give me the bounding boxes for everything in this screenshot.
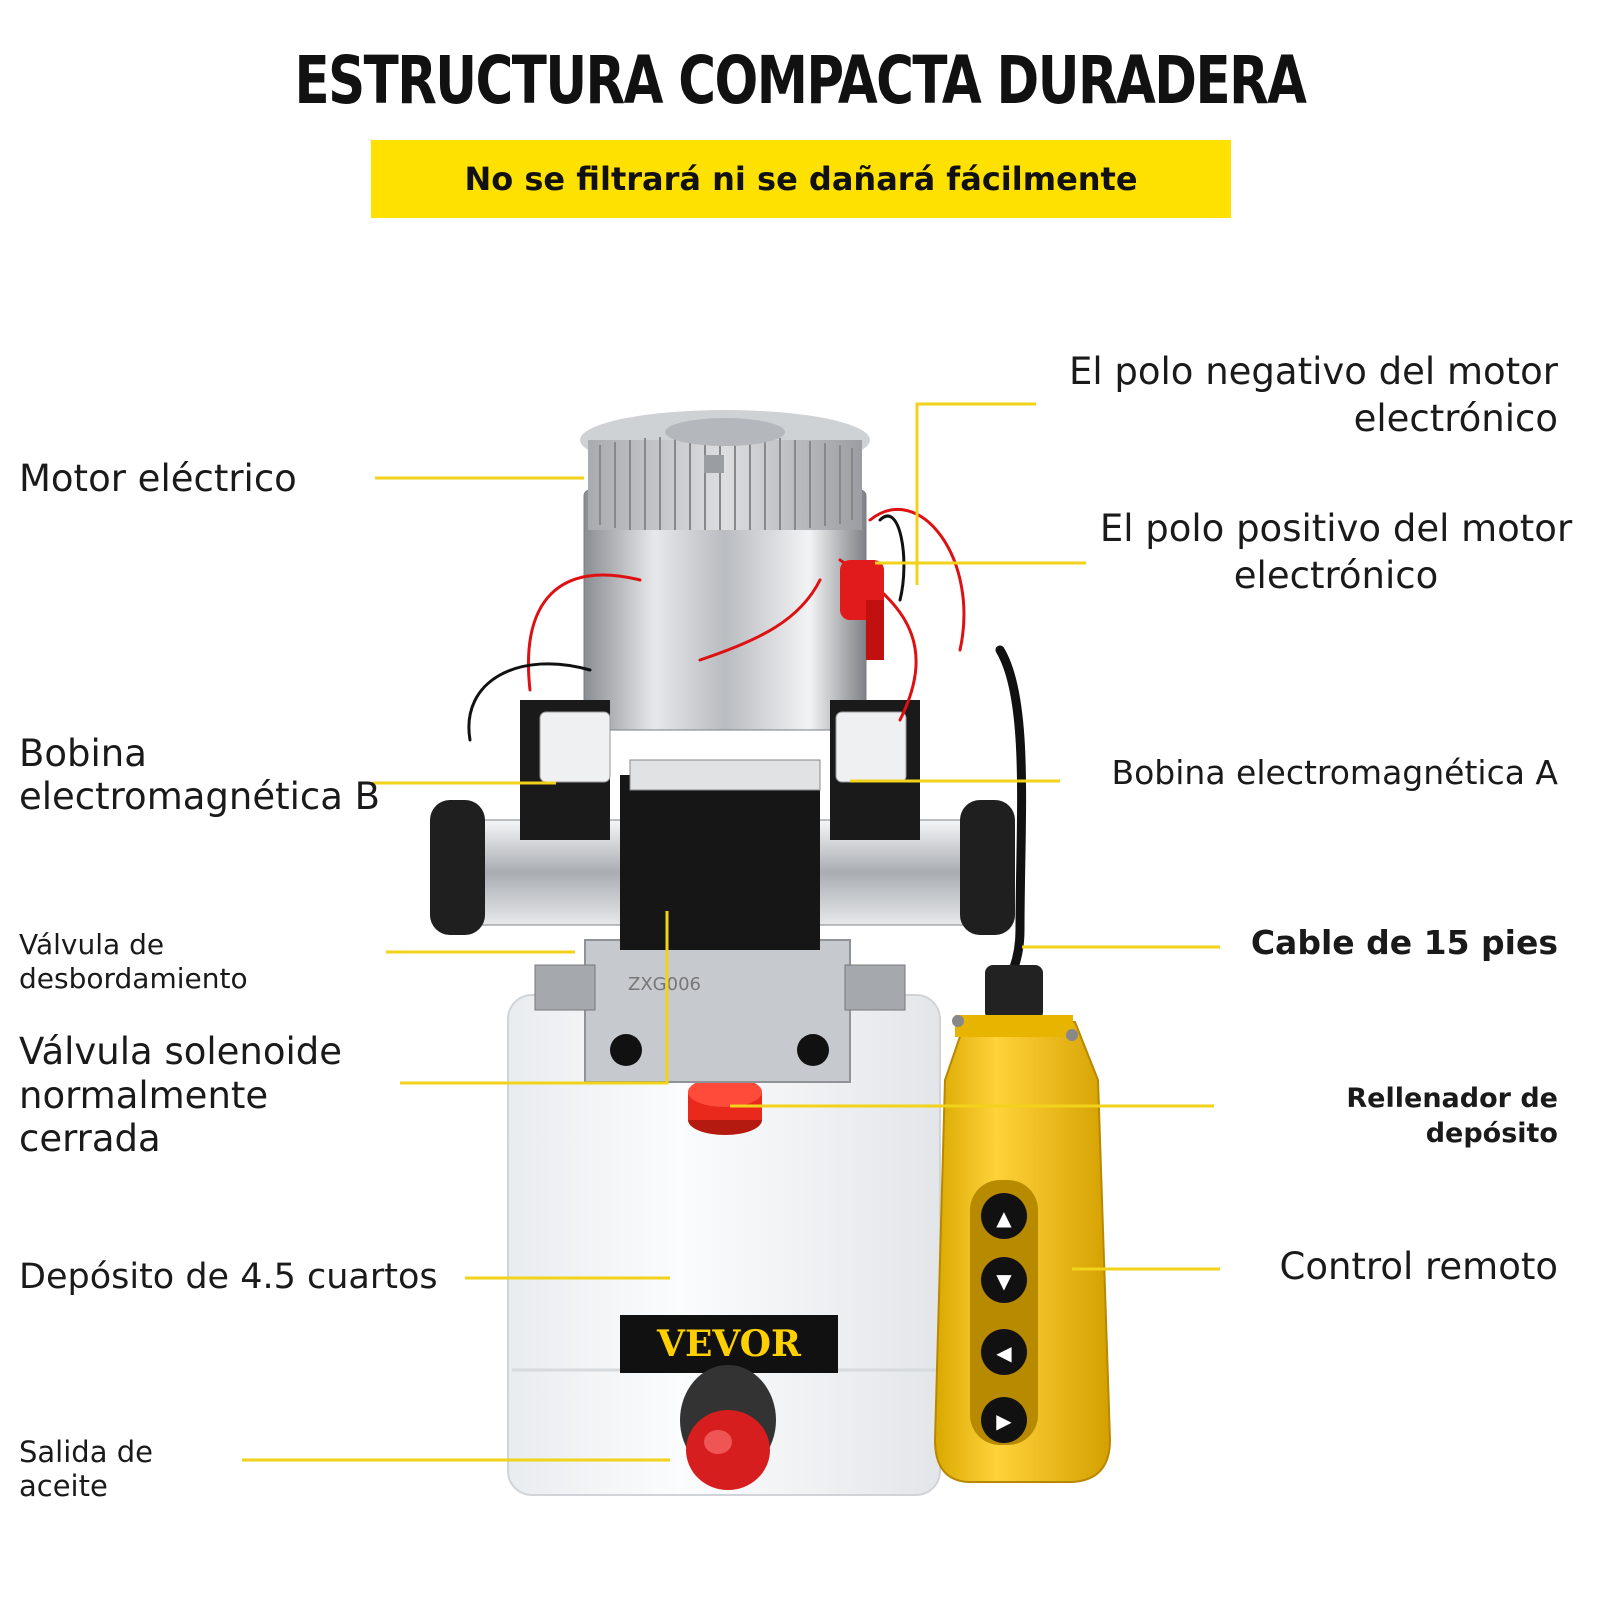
label-coil-a: Bobina electromagnética A (1111, 753, 1558, 792)
svg-text:▲: ▲ (996, 1206, 1012, 1230)
svg-text:▼: ▼ (996, 1269, 1012, 1293)
positive-terminal (840, 560, 884, 660)
subtitle-text: No se filtrará ni se dañará fácilmente (464, 160, 1138, 198)
remote-button-down-icon: ▼ (981, 1257, 1027, 1303)
motor-body (580, 410, 870, 731)
remote-control: ▲ ▼ ◀ ▶ (933, 1015, 1112, 1483)
label-reservoir: Depósito de 4.5 cuartos (19, 1257, 438, 1297)
block-marking: ZXG006 (628, 974, 701, 995)
label-negative-pole: El polo negativo del motor electrónico (1068, 350, 1558, 441)
solenoid-valve-body (430, 700, 1015, 950)
svg-text:◀: ◀ (996, 1341, 1012, 1365)
label-remote: Control remoto (1279, 1245, 1559, 1288)
remote-button-up-icon: ▲ (981, 1193, 1027, 1239)
page-title: ESTRUCTURA COMPACTA DURADERA (294, 42, 1307, 119)
remote-button-right-icon: ▶ (981, 1397, 1027, 1443)
oil-outlet-cap (680, 1365, 776, 1490)
svg-text:▶: ▶ (996, 1409, 1012, 1433)
label-coil-b: Bobina electromagnética B (19, 732, 381, 818)
leader-lines (242, 402, 1220, 1462)
leader-negative-pole (915, 402, 1036, 585)
brand-logo: VEVOR (656, 1323, 802, 1365)
label-cable: Cable de 15 pies (1250, 923, 1558, 962)
valve-block: ZXG006 (534, 939, 906, 1083)
label-oil-outlet: Salida de aceite (19, 1435, 153, 1504)
remote-button-left-icon: ◀ (981, 1329, 1027, 1375)
subtitle-banner: No se filtrará ni se dañará fácilmente (371, 140, 1231, 218)
leader-solenoid-valve (400, 911, 669, 1085)
label-motor: Motor eléctrico (19, 457, 297, 500)
label-solenoid-valve: Válvula solenoide normalmente cerrada (19, 1030, 343, 1161)
label-overflow-valve: Válvula de desbordamiento (19, 928, 248, 995)
label-positive-pole: El polo positivo del motor electrónico (1099, 507, 1573, 598)
label-filler: Rellenador de depósito (1346, 1083, 1558, 1149)
cable-gland (985, 965, 1043, 1020)
